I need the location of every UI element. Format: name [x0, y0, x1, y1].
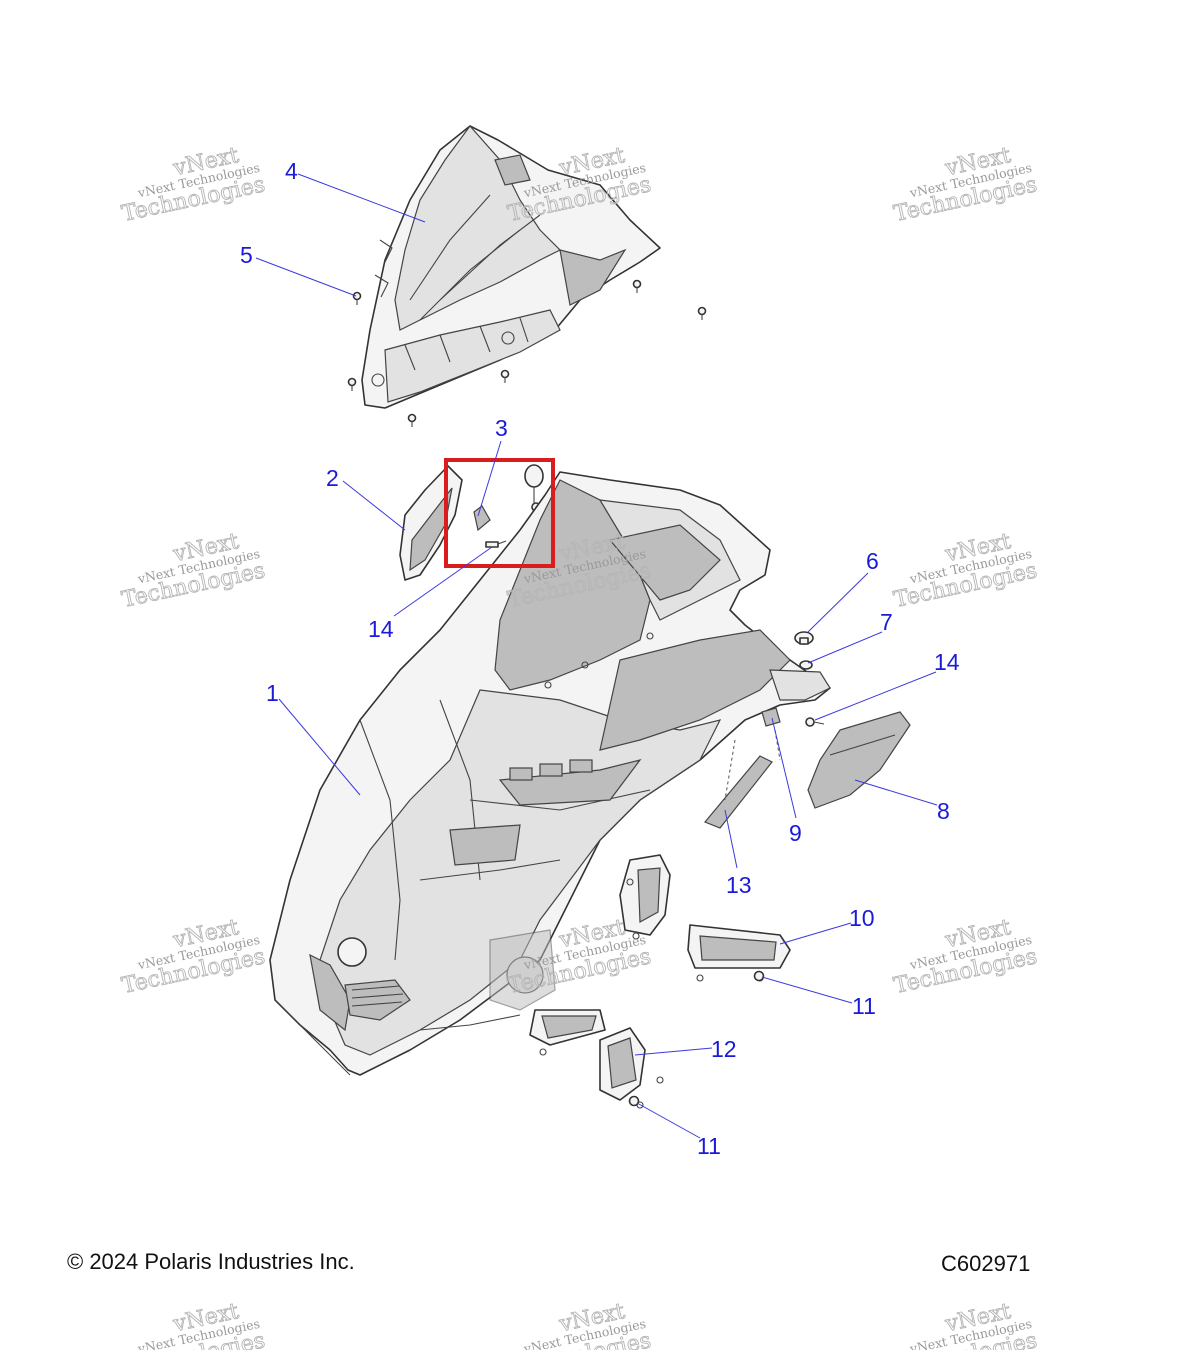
main-hood	[269, 471, 831, 1076]
callout-14-right: 14	[934, 649, 960, 675]
grille-lower	[529, 1009, 664, 1109]
side-panel-left	[399, 465, 463, 581]
leader-lines	[255, 173, 938, 1139]
watermark: vNext vNext Technologies Technologies	[891, 529, 1040, 614]
highlight-box	[444, 458, 555, 568]
quarter-turn-fastener	[794, 631, 814, 670]
watermark: vNext vNext Technologies Technologies	[891, 915, 1040, 1000]
watermark: vNext vNext Technologies Technologies	[505, 1299, 654, 1350]
callout-10: 10	[849, 905, 875, 931]
callout-11-upper: 11	[852, 993, 876, 1019]
copyright-notice: © 2024 Polaris Industries Inc.	[67, 1249, 355, 1274]
callout-7: 7	[880, 609, 893, 635]
callout-4: 4	[285, 158, 298, 184]
callouts: 4 5 3 2 14 1 6 7 14 8 9 13 10 11 12 11	[240, 158, 960, 1159]
callout-14-left: 14	[368, 616, 394, 642]
callout-3: 3	[495, 415, 508, 441]
callout-12: 12	[711, 1036, 737, 1062]
trim-strip	[704, 729, 781, 829]
washers	[628, 970, 765, 1107]
callout-1: 1	[266, 680, 279, 706]
windshield-screws	[347, 279, 707, 427]
watermark: vNext vNext Technologies Technologies	[891, 1299, 1040, 1350]
callout-13: 13	[726, 872, 752, 898]
callout-5: 5	[240, 242, 253, 268]
watermark: vNext vNext Technologies Technologies	[119, 529, 268, 614]
callout-6: 6	[866, 548, 879, 574]
windshield-panel	[361, 125, 661, 409]
callout-8: 8	[937, 798, 950, 824]
bracket	[761, 707, 781, 727]
callout-2: 2	[326, 465, 339, 491]
watermark: vNext vNext Technologies Technologies	[891, 143, 1040, 228]
diagram-code: C602971	[941, 1251, 1031, 1276]
grille-upper	[619, 854, 791, 982]
callout-11-lower: 11	[697, 1133, 721, 1159]
callout-9: 9	[789, 820, 802, 846]
watermark: vNext vNext Technologies Technologies	[119, 1299, 268, 1350]
watermark: vNext vNext Technologies Technologies	[119, 915, 268, 1000]
side-panel-right	[807, 711, 911, 809]
watermark: vNext vNext Technologies Technologies	[119, 143, 268, 228]
